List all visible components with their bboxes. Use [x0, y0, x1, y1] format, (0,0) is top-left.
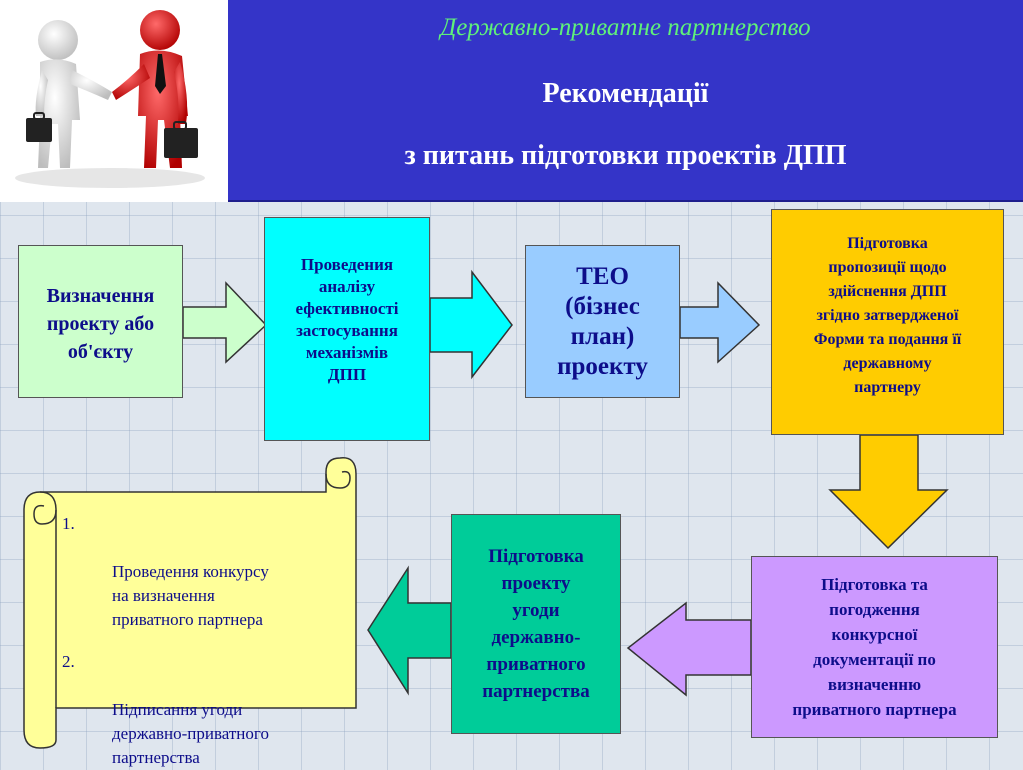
step-5-text: Підготовка та погодження конкурсної доку…	[792, 575, 957, 719]
slide-title-line2: з питань підготовки проектів ДПП	[404, 140, 847, 171]
scroll-list: 1. Проведення конкурсу на визначення при…	[62, 512, 352, 770]
arrow-right-1	[182, 281, 268, 364]
list-item: 2. Підписання угоди державно-приватного …	[62, 650, 352, 770]
list-item: 1. Проведення конкурсу на визначення при…	[62, 512, 352, 632]
slide-title-line1: Рекомендації	[542, 78, 709, 109]
step-6-text: Підготовка проекту угоди державно- прива…	[482, 546, 590, 702]
step-box-6: Підготовка проекту угоди державно- прива…	[451, 514, 621, 734]
step-4-text: Підготовка пропозиції щодо здійснення ДП…	[813, 235, 962, 396]
step-box-4: Підготовка пропозиції щодо здійснення ДП…	[771, 209, 1004, 435]
step-box-3: ТЕО (бізнес план) проекту	[525, 245, 680, 398]
step-box-2: Проведения аналізу ефективності застосув…	[264, 217, 430, 441]
slide-subtitle: Державно-приватне партнерство	[440, 14, 811, 41]
arrow-right-3	[679, 281, 761, 364]
arrow-left-2	[367, 565, 452, 696]
step-2-text: Проведения аналізу ефективності застосув…	[295, 255, 399, 384]
list-item-number: 2.	[62, 652, 75, 671]
list-item-number: 1.	[62, 514, 75, 533]
step-3-text: ТЕО (бізнес план) проекту	[557, 262, 648, 380]
arrow-left-1	[626, 601, 752, 697]
step-box-1: Визначення проекту або об'єкту	[18, 245, 183, 398]
step-1-text: Визначення проекту або об'єкту	[46, 285, 155, 363]
handshake-icon	[15, 10, 205, 188]
list-item-text: Підписання угоди державно-приватного пар…	[112, 700, 269, 767]
scroll-shape	[23, 457, 357, 749]
arrow-right-2	[429, 269, 513, 380]
list-item-text: Проведення конкурсу на визначення приват…	[112, 562, 269, 629]
handshake-illustration	[0, 0, 228, 202]
arrow-down	[828, 434, 949, 550]
step-box-5: Підготовка та погодження конкурсної доку…	[751, 556, 998, 738]
title-banner: Державно-приватне партнерство Рекомендац…	[228, 0, 1023, 202]
